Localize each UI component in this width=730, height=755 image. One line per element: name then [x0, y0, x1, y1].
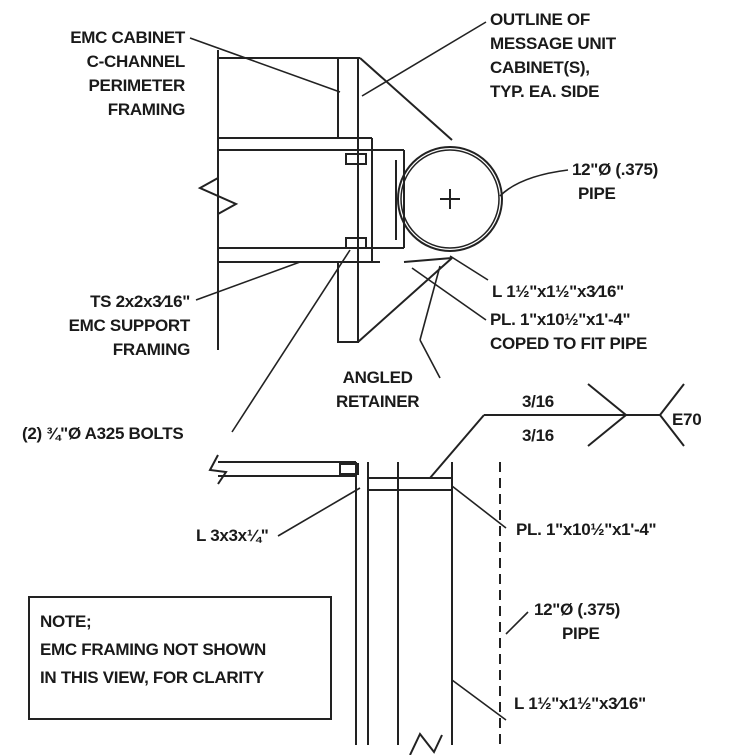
label-plate-top: PL. 1"x10½"x1'-4" COPED TO FIT PIPE [490, 308, 647, 356]
label-line: EMC SUPPORT [68, 316, 191, 335]
label-line: PERIMETER [88, 76, 186, 95]
note-line: IN THIS VIEW, FOR CLARITY [40, 668, 264, 687]
label-angle-bottom: L 1½"x1½"x3⁄16" [514, 694, 646, 713]
label-electrode: E70 [672, 410, 702, 429]
label-angle-top: L 1½"x1½"x3⁄16" [492, 282, 624, 301]
label-line: PIPE [562, 624, 600, 643]
label-line: C-CHANNEL [86, 52, 186, 71]
plan-view [197, 50, 503, 350]
label-line: OUTLINE OF [490, 10, 590, 29]
label-line: ANGLED [342, 368, 413, 387]
label-line: 12"Ø (.375) [572, 160, 659, 179]
label-line: TS 2x2x3⁄16" [90, 292, 190, 311]
label-emc-cabinet: EMC CABINET C-CHANNEL PERIMETER FRAMING [20, 26, 185, 122]
label-pipe-bottom: 12"Ø (.375) PIPE [534, 598, 620, 646]
label-line: MESSAGE UNIT [490, 34, 616, 53]
label-line: FRAMING [107, 100, 186, 119]
label-outline-message-unit: OUTLINE OF MESSAGE UNIT CABINET(S), TYP.… [490, 8, 616, 104]
note-line: EMC FRAMING NOT SHOWN [40, 640, 267, 659]
label-line: RETAINER [336, 392, 420, 411]
label-ts-support-framing: TS 2x2x3⁄16" EMC SUPPORT FRAMING [20, 290, 191, 362]
elevation-leaders [277, 485, 529, 721]
label-line: TYP. EA. SIDE [490, 82, 600, 101]
plan-leaders [189, 21, 569, 433]
label-line: PIPE [578, 184, 616, 203]
label-line: 12"Ø (.375) [534, 600, 621, 619]
label-weld-size-bottom: 3/16 [522, 426, 554, 445]
label-line: FRAMING [112, 340, 191, 359]
label-angled-retainer: ANGLED RETAINER [336, 366, 420, 414]
label-line: PL. 1"x10½"x1'-4" [490, 310, 631, 329]
label-line: COPED TO FIT PIPE [490, 334, 648, 353]
label-line: EMC CABINET [70, 28, 185, 47]
elevation-view [208, 454, 501, 755]
label-pipe-top: 12"Ø (.375) PIPE [572, 158, 658, 206]
weld-symbol [429, 383, 685, 479]
label-weld-size-top: 3/16 [522, 392, 554, 411]
note-box [28, 596, 332, 720]
note-text: NOTE; EMC FRAMING NOT SHOWN IN THIS VIEW… [40, 610, 266, 690]
label-bolts: (2) ¾"Ø A325 BOLTS [22, 424, 184, 443]
label-angle-l3: L 3x3x¼" [196, 526, 269, 545]
label-line: CABINET(S), [490, 58, 590, 77]
label-plate-bottom: PL. 1"x10½"x1'-4" [516, 520, 657, 539]
note-title: NOTE; [40, 612, 92, 631]
